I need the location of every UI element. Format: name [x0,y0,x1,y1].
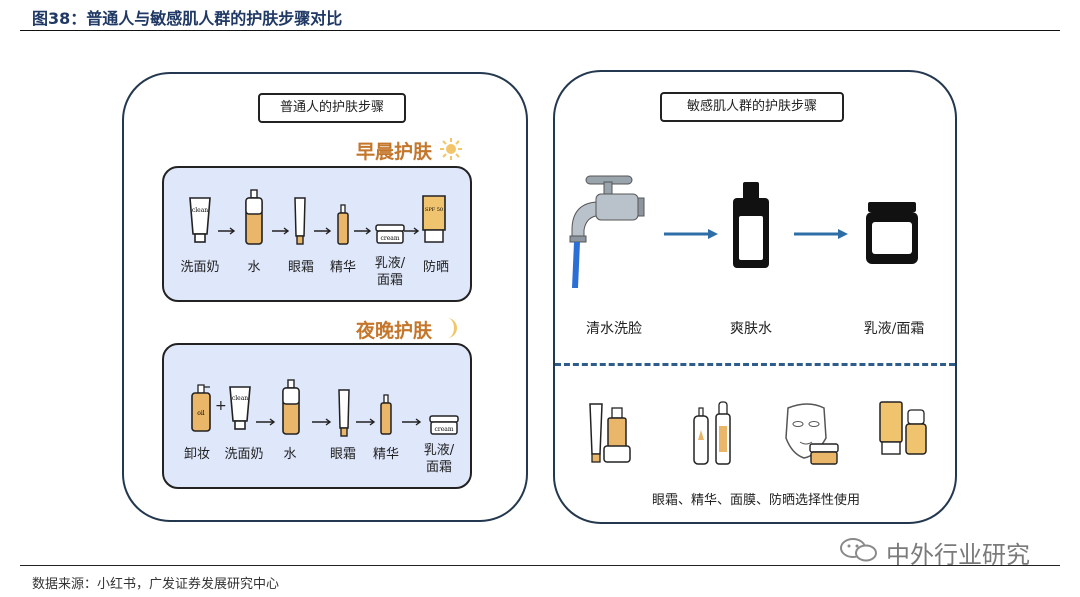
title-divider [20,30,1060,31]
plus-sign: + [215,398,227,414]
night-step-label: 精华 [372,447,399,462]
flow-arrow-icon [794,229,848,239]
sunscreen-set-icon [879,401,927,455]
morning-step-label: 洗面奶 [180,260,220,275]
morning-step-label: 精华 [329,260,356,275]
figure-title: 图38：普通人与敏感肌人群的护肤步骤对比 [32,9,343,28]
morning-step-arrows [218,227,420,235]
serum-set-icon [693,401,731,465]
morning-routine-box [162,166,472,302]
night-cream-jar-icon: cream [429,415,459,435]
toner-bottle-icon [733,182,769,268]
night-toner-icon [282,379,300,435]
footer-divider [20,565,1060,566]
arrow-icon [256,418,276,426]
night-routine-box [162,343,472,489]
oil-label-text: oil [197,410,205,417]
face-mask-icon [785,403,839,465]
sun-icon [440,138,462,160]
moon-icon [447,318,457,338]
morning-cleanser-icon: clean [189,197,211,243]
normal-panel-title: 普通人的护肤步骤 [258,93,406,123]
eye-cream-set-icon [589,403,631,463]
arrow-icon [404,227,420,235]
night-routine-title: 夜晚护肤 [356,320,433,342]
morning-sunscreen-icon: SPF 50 [422,195,446,243]
night-step-label: 面霜 [425,460,452,475]
wechat-icon [840,538,877,562]
arrow-icon [312,418,332,426]
source-note: 数据来源：小红书，广发证券发展研究中心 [32,577,280,592]
night-step-arrows [256,418,422,426]
morning-toner-icon [245,189,263,245]
cleanser-label-text: clean [192,207,208,214]
night-step-label: 洗面奶 [224,447,264,462]
sensitive-step-label: 爽肤水 [730,321,772,337]
night-step-label: 水 [283,447,297,462]
watermark-text: 中外行业研究 [886,541,1030,569]
morning-routine-title: 早晨护肤 [356,141,433,163]
sunscreen-label-text: SPF 50 [425,207,443,213]
cream-jar-label-text: cream [434,426,453,433]
night-step-label: 卸妆 [183,447,210,462]
night-oil-cleanser-icon: oil [191,384,211,432]
night-step-label: 眼霜 [329,447,356,462]
cleanser-label-text: clean [232,395,248,402]
arrow-icon [402,418,422,426]
sensitive-panel-title: 敏感肌人群的护肤步骤 [660,92,844,122]
arrow-icon [218,227,236,235]
morning-step-label: 水 [247,260,261,275]
morning-serum-icon [337,204,349,245]
morning-step-label: 面霜 [376,273,403,288]
arrow-icon [272,227,290,235]
arrow-icon [314,227,332,235]
morning-step-label: 防晒 [422,260,449,275]
cream-jar-icon [866,202,918,264]
morning-step-label: 乳液/ [374,256,406,271]
flow-arrow-icon [664,229,718,239]
morning-step-label: 眼霜 [287,260,314,275]
night-eye-cream-icon [338,389,350,437]
section-divider [555,363,955,366]
sensitive-step-label: 乳液/面霜 [863,321,925,337]
night-cleanser-icon: clean [229,386,251,430]
optional-steps-note: 眼霜、精华、面膜、防晒选择性使用 [651,493,860,508]
cream-jar-label-text: cream [380,235,399,242]
faucet-icon [569,175,645,288]
morning-eye-cream-icon [294,197,306,245]
morning-cream-jar-icon: cream [375,224,405,244]
night-step-label: 乳液/ [423,443,455,458]
night-serum-icon [380,394,392,435]
arrow-icon [354,227,372,235]
sensitive-step-label: 清水洗脸 [586,321,642,337]
arrow-icon [356,418,376,426]
